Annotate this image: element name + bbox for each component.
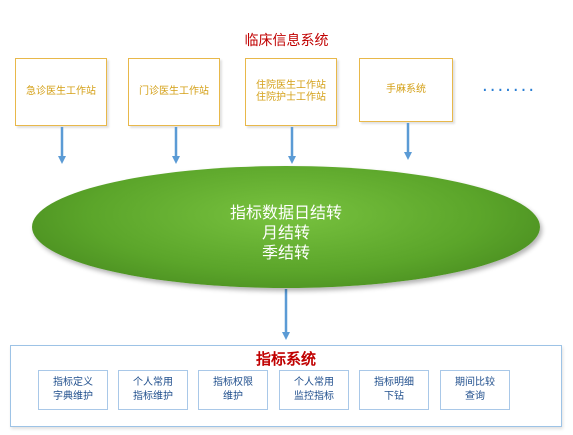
module-personal-monitoring: 个人常用 监控指标 — [279, 370, 349, 410]
process-line-daily: 指标数据日结转 — [229, 203, 342, 222]
module-period-comparison: 期间比较 查询 — [440, 370, 510, 410]
module-indicator-drilldown: 指标明细 下钻 — [359, 370, 429, 410]
source-box-anesthesia: 手麻系统 — [359, 58, 453, 122]
data-transfer-ellipse — [32, 166, 540, 288]
data-transfer-text: 指标数据日结转 月结转 季结转 — [32, 203, 540, 263]
clinical-system-title: 临床信息系统 — [244, 33, 329, 49]
process-line-quarterly: 季结转 — [261, 243, 310, 262]
more-sources-ellipsis: ······· — [482, 80, 537, 101]
process-line-monthly: 月结转 — [261, 223, 310, 242]
source-box-emergency-doctor: 急诊医生工作站 — [15, 58, 107, 126]
module-personal-indicator-maintenance: 个人常用 指标维护 — [118, 370, 188, 410]
indicator-system-title: 指标系统 — [255, 350, 316, 368]
source-box-inpatient-stations: 住院医生工作站 住院护士工作站 — [245, 58, 337, 126]
source-box-outpatient-doctor: 门诊医生工作站 — [128, 58, 220, 126]
module-indicator-definition: 指标定义 字典维护 — [38, 370, 108, 410]
module-indicator-permission: 指标权限 维护 — [198, 370, 268, 410]
